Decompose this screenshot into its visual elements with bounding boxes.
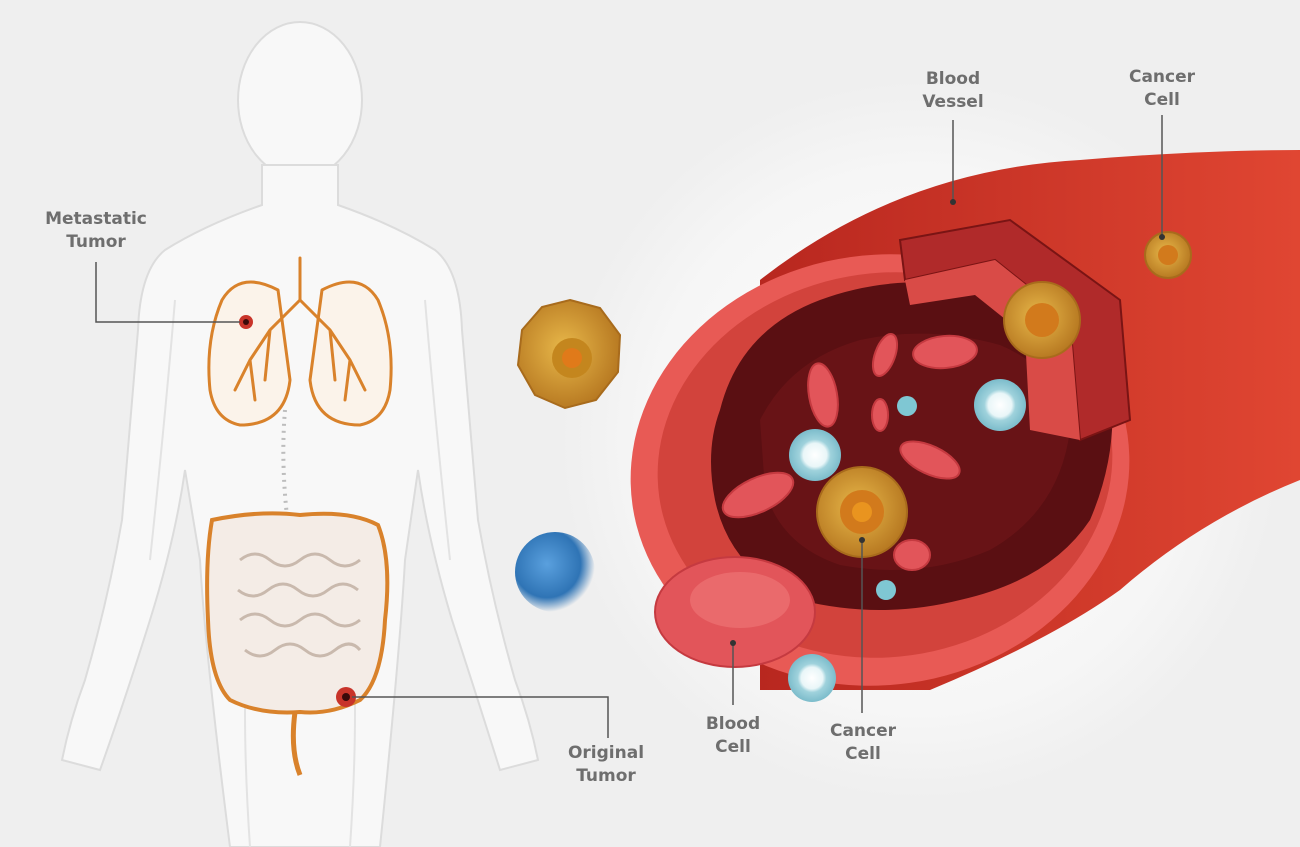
label-blood-vessel: Blood Vessel [905,68,1001,114]
metastatic-tumor-core [243,319,249,325]
label-metastatic-tumor: Metastatic Tumor [36,208,156,254]
original-tumor-core [342,693,350,701]
blood-cell-large [655,557,815,667]
human-body-silhouette [62,22,538,847]
label-cancer-cell-top: Cancer Cell [1114,66,1210,112]
label-cancer-cell-bottom: Cancer Cell [815,720,911,766]
blue-cell [515,532,595,612]
label-blood-cell: Blood Cell [685,713,781,759]
label-original-tumor: Original Tumor [550,742,662,788]
